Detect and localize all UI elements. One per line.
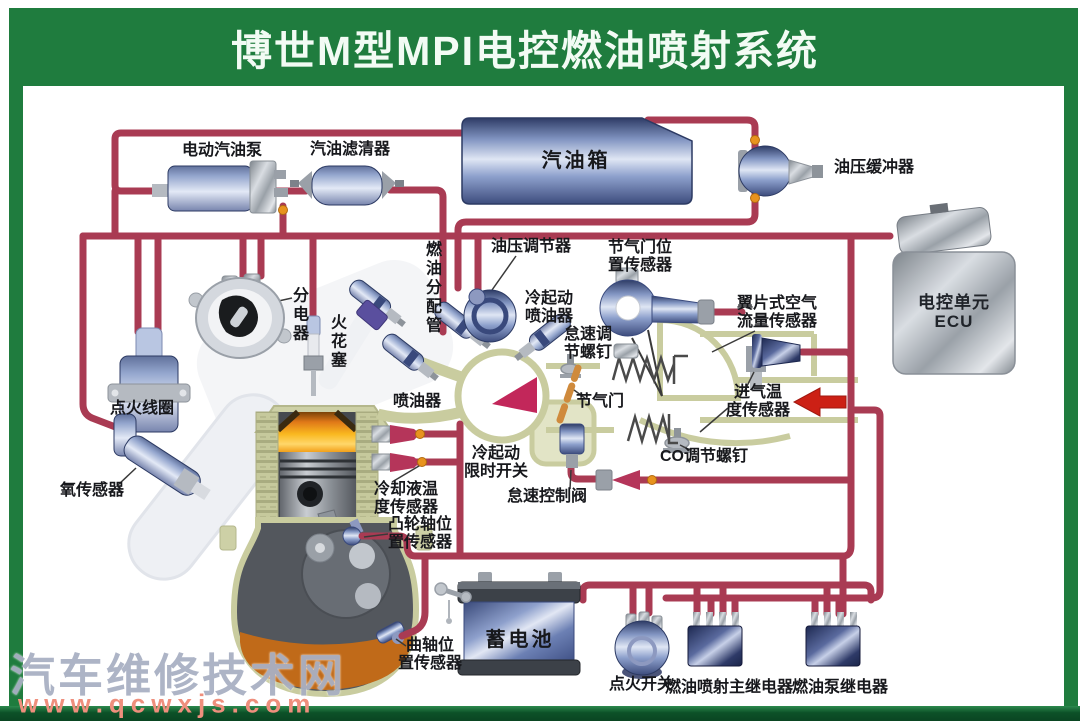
idle-valve-connector xyxy=(612,470,640,490)
fuel-injection-main-relay-device xyxy=(687,612,743,667)
fuel-rail-pipe xyxy=(386,186,447,336)
co-screw-device xyxy=(674,428,681,440)
fuel-tank-device xyxy=(461,117,693,205)
starter-crank-icon xyxy=(434,582,472,624)
fuel-pump-relay-device xyxy=(805,612,861,667)
ecu-trunk-wire xyxy=(403,233,855,560)
cold-start-injector-device xyxy=(509,310,575,367)
intake-system xyxy=(376,316,858,467)
intake-bowl xyxy=(638,417,791,447)
ecu-connector xyxy=(896,207,992,255)
throttle-blade xyxy=(556,364,582,424)
crank-sensor-wire xyxy=(398,552,429,640)
page-title: 博世M型MPI电控燃油喷射系统 xyxy=(230,28,820,74)
fuel-and-wiring-lines xyxy=(79,116,894,640)
ecu-device xyxy=(892,202,1016,375)
air-flow-sensor-wire xyxy=(798,348,855,362)
idle-screw-device xyxy=(567,354,574,365)
battery-device xyxy=(457,572,581,676)
distributor-device xyxy=(188,273,292,359)
fuel-filter-device xyxy=(290,165,404,206)
label-leader-lines xyxy=(117,255,756,647)
frame-border-bottom xyxy=(0,706,1080,721)
oxygen-sensor-device xyxy=(113,413,211,501)
oxygen-sensor-wire xyxy=(79,232,122,432)
rocker-arm xyxy=(356,299,388,331)
title-banner: 博世M型MPI电控燃油喷射系统 xyxy=(9,8,1078,86)
ignition-switch-device xyxy=(614,611,670,679)
spark-plug-device xyxy=(303,315,324,396)
fuel-line-tank-to-damper xyxy=(644,116,759,154)
combustion-chamber xyxy=(278,412,356,452)
frame-border-left xyxy=(9,86,23,706)
connector-dots xyxy=(278,135,760,485)
pressure-damper-device xyxy=(738,145,823,197)
fuel-line-tank-to-pump xyxy=(111,129,466,195)
pressure-regulator-device xyxy=(463,288,517,343)
throttle-position-sensor-device xyxy=(599,267,715,359)
coolant-temp-sensor-plugs xyxy=(371,425,420,472)
cam-sensor-wire xyxy=(358,532,411,548)
ignition-coil-device xyxy=(107,327,191,433)
air-flow-sensor-connector xyxy=(752,334,801,368)
electric-fuel-pump xyxy=(152,160,288,214)
fuel-line-damper-to-regulator xyxy=(454,188,759,292)
fuel-injectors xyxy=(345,276,575,387)
intake-runner-lower xyxy=(376,406,464,424)
idle-control-valve-device xyxy=(559,423,640,491)
engine-oil xyxy=(240,630,412,690)
vane-springs xyxy=(611,353,688,446)
relay-feed-wire xyxy=(662,406,884,602)
intake-plenum xyxy=(454,348,550,444)
frame-border-right xyxy=(1064,86,1078,706)
ecu-box xyxy=(892,251,1016,375)
battery-bus-wire xyxy=(579,581,875,604)
airflow-arrow xyxy=(792,387,847,417)
injector-spray-cone xyxy=(492,377,537,413)
